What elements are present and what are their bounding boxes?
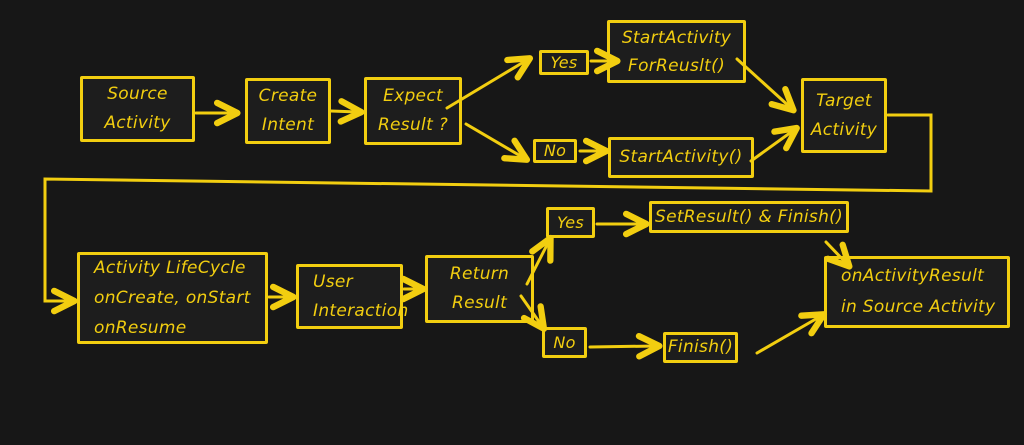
node-label: Intent bbox=[261, 115, 315, 135]
node-label: User bbox=[313, 271, 353, 292]
node-start-activity: StartActivity() bbox=[608, 137, 754, 178]
node-source-activity: Source Activity bbox=[80, 76, 195, 142]
node-set-result-finish: SetResult() & Finish() bbox=[649, 201, 849, 233]
node-decision-yes-bottom: Yes bbox=[546, 207, 595, 238]
node-on-activity-result: onActivityResult in Source Activity bbox=[824, 256, 1010, 328]
node-label: Activity bbox=[104, 113, 171, 133]
node-label: onResume bbox=[94, 318, 187, 338]
node-expect-result: Expect Result ? bbox=[364, 77, 462, 145]
node-decision-no-top: No bbox=[533, 139, 577, 163]
node-target-activity: Target Activity bbox=[801, 78, 887, 153]
node-activity-lifecycle: Activity LifeCycle onCreate, onStart onR… bbox=[77, 252, 268, 344]
node-start-activity-for-result: StartActivity ForReuslt() bbox=[607, 20, 746, 83]
node-label: Return bbox=[449, 264, 510, 284]
arrow-no-to-finish bbox=[588, 332, 663, 360]
arrow-expect-to-no bbox=[464, 122, 531, 163]
arrow-sa-to-target bbox=[749, 124, 800, 163]
node-user-interaction: User Interaction bbox=[296, 264, 409, 329]
node-label: No bbox=[543, 141, 567, 160]
node-label: Create bbox=[258, 86, 318, 106]
node-label: Target bbox=[816, 90, 872, 111]
node-label: Yes bbox=[550, 52, 578, 72]
node-label: Activity bbox=[810, 119, 878, 140]
node-label: Interaction bbox=[313, 300, 409, 321]
node-label: StartActivity bbox=[621, 27, 732, 48]
node-label: Source bbox=[107, 84, 168, 104]
arrow-create-to-expect bbox=[329, 98, 365, 125]
node-label: SetResult() & Finish() bbox=[654, 206, 844, 227]
node-decision-no-bottom: No bbox=[542, 327, 587, 358]
node-label: in Source Activity bbox=[841, 297, 996, 317]
node-label: No bbox=[553, 332, 576, 352]
node-return-result: Return Result bbox=[425, 255, 534, 323]
node-label: Expect bbox=[383, 86, 443, 106]
node-create-intent: Create Intent bbox=[245, 78, 331, 144]
node-label: Activity LifeCycle bbox=[94, 258, 246, 278]
arrow-finish-to-onresult bbox=[755, 311, 828, 355]
node-label: Finish() bbox=[667, 337, 734, 357]
node-label: onActivityResult bbox=[841, 266, 985, 286]
node-label: StartActivity() bbox=[619, 147, 743, 167]
node-label: ForReuslt() bbox=[627, 55, 726, 76]
node-decision-yes-top: Yes bbox=[539, 50, 589, 75]
node-label: Result ? bbox=[377, 115, 449, 135]
node-finish: Finish() bbox=[663, 332, 738, 363]
node-label: Result bbox=[451, 293, 508, 313]
node-label: Yes bbox=[556, 212, 585, 232]
node-label: onCreate, onStart bbox=[94, 288, 251, 308]
